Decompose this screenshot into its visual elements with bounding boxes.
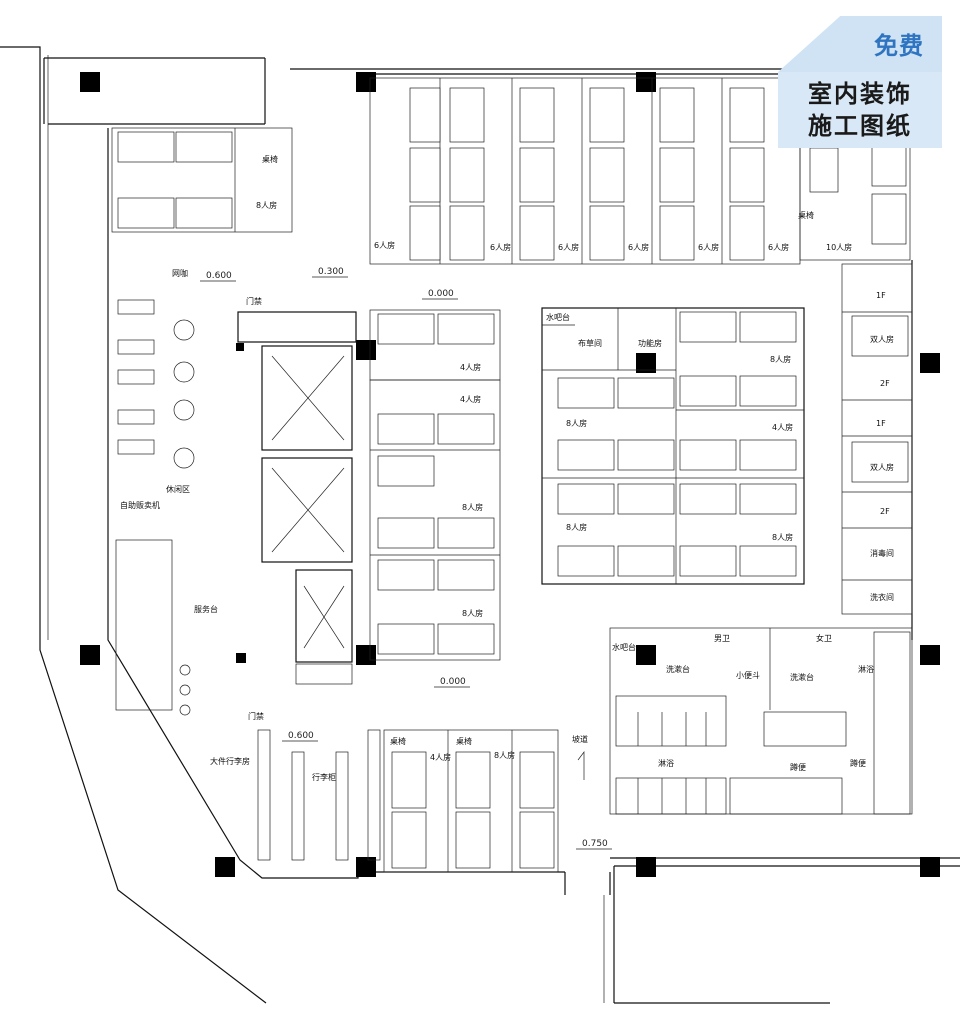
label-2f: 2F — [880, 507, 890, 516]
label-6-person-room: 6人房 — [768, 242, 789, 252]
badge-line-1: 室内装饰 — [808, 80, 912, 108]
badge-free-text: 免费 — [874, 32, 924, 60]
level-marker: 0.600 — [206, 271, 232, 281]
badge-free-banner: 免费 — [778, 16, 942, 72]
label-squat-toilet: 蹲便 — [790, 762, 806, 772]
room-labels: 8人房 桌椅 6人房 6人房 6人房 6人房 6人房 6人房 桌椅 10人房 网… — [120, 154, 894, 782]
label-disinfection-room: 消毒间 — [870, 548, 894, 558]
label-vending-machine: 自助贩卖机 — [120, 500, 160, 510]
label-6-person-room: 6人房 — [628, 242, 649, 252]
label-ramp: 坡道 — [572, 734, 588, 744]
level-markers: 0.600 0.300 0.000 0.000 0.600 0.750 — [200, 267, 612, 850]
label-4-person-room: 4人房 — [460, 394, 481, 404]
label-8-person-room: 8人房 — [462, 608, 483, 618]
label-urinal: 小便斗 — [736, 670, 760, 680]
label-shower: 淋浴 — [658, 758, 674, 768]
label-wash-basin: 洗漱台 — [666, 664, 690, 674]
central-rooms — [369, 307, 805, 661]
label-8-person-room: 8人房 — [566, 418, 587, 428]
elevator-core — [237, 311, 357, 685]
label-table-chair: 桌椅 — [262, 154, 278, 164]
free-drawing-badge: 免费 室内装饰 施工图纸 — [778, 16, 942, 148]
label-4-person-room: 4人房 — [430, 752, 451, 762]
label-4-person-room: 4人房 — [772, 422, 793, 432]
label-1f: 1F — [876, 419, 886, 428]
label-squat-toilet: 蹲便 — [850, 758, 866, 768]
label-internet-cafe: 网咖 — [172, 268, 188, 278]
label-function-room: 功能房 — [638, 338, 662, 348]
label-8-person-room: 8人房 — [256, 200, 277, 210]
label-6-person-room: 6人房 — [698, 242, 719, 252]
label-6-person-room: 6人房 — [490, 242, 511, 252]
label-water-bar: 水吧台 — [612, 642, 636, 652]
label-4-person-room: 4人房 — [460, 362, 481, 372]
label-mens-restroom: 男卫 — [714, 634, 730, 643]
level-marker: 0.300 — [318, 267, 344, 277]
label-8-person-room: 8人房 — [770, 354, 791, 364]
label-6-person-room: 6人房 — [374, 240, 395, 250]
label-access-control: 门禁 — [248, 711, 264, 721]
label-8-person-room: 8人房 — [494, 750, 515, 760]
left-upper — [111, 127, 293, 716]
label-table-chair: 桌椅 — [456, 736, 472, 746]
label-8-person-room: 8人房 — [566, 522, 587, 532]
label-linen-room: 布草间 — [578, 338, 602, 348]
label-1f: 1F — [876, 291, 886, 300]
label-8-person-room: 8人房 — [772, 532, 793, 542]
badge-line-2: 施工图纸 — [808, 112, 912, 140]
label-8-person-room: 8人房 — [462, 502, 483, 512]
top-rooms — [369, 77, 911, 265]
label-shower: 淋浴 — [858, 664, 874, 674]
label-6-person-room: 6人房 — [558, 242, 579, 252]
label-table-chair: 桌椅 — [798, 210, 814, 220]
label-wash-basin: 洗漱台 — [790, 672, 814, 682]
bathrooms — [609, 627, 913, 815]
label-water-bar: 水吧台 — [546, 312, 570, 322]
label-access-control: 门禁 — [246, 296, 262, 306]
right-rooms — [841, 263, 913, 615]
label-luggage-lockers: 行李柜 — [312, 772, 336, 782]
level-marker: 0.000 — [440, 677, 466, 687]
label-leisure-area: 休闲区 — [166, 484, 190, 494]
label-10-person-room: 10人房 — [826, 242, 852, 252]
label-laundry-room: 洗衣间 — [870, 592, 894, 602]
label-2f: 2F — [880, 379, 890, 388]
label-womens-restroom: 女卫 — [816, 633, 832, 643]
label-table-chair: 桌椅 — [390, 736, 406, 746]
bottom-rooms — [257, 729, 585, 873]
label-double-room: 双人房 — [870, 462, 894, 472]
label-service-desk: 服务台 — [194, 604, 218, 614]
label-large-luggage-room: 大件行李房 — [210, 756, 250, 766]
level-marker: 0.750 — [582, 839, 608, 849]
badge-title-box: 室内装饰 施工图纸 — [778, 72, 942, 148]
level-marker: 0.000 — [428, 289, 454, 299]
label-double-room: 双人房 — [870, 334, 894, 344]
level-marker: 0.600 — [288, 731, 314, 741]
